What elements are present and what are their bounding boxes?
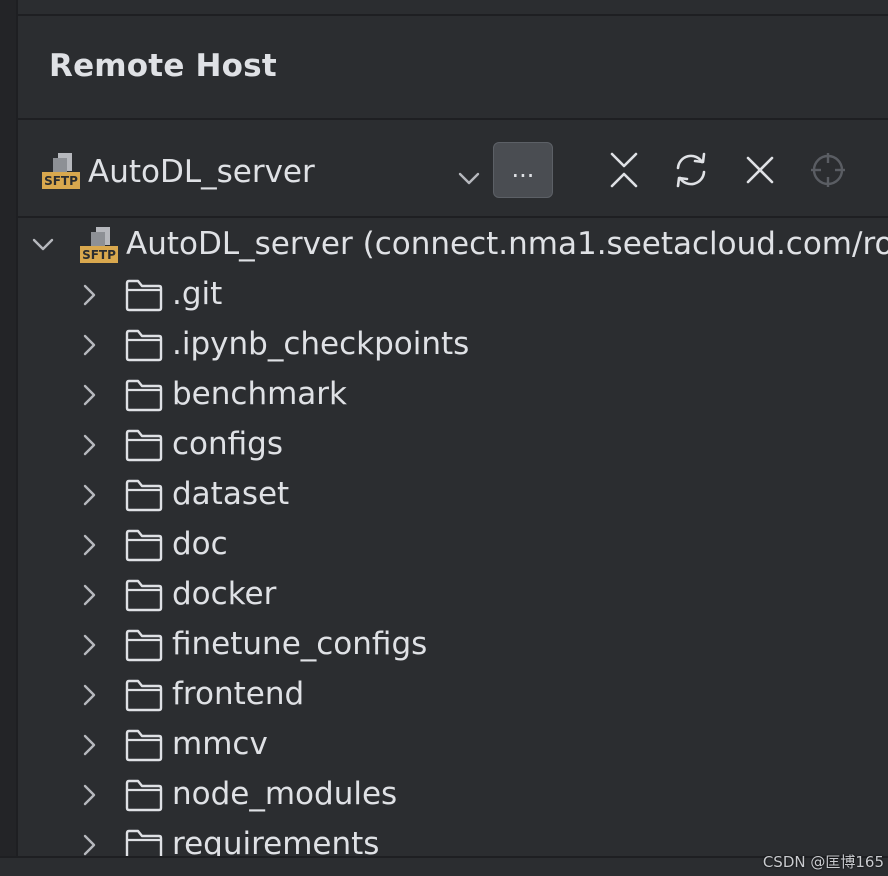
tree-folder-row[interactable]: node_modules bbox=[18, 770, 888, 820]
tree-folder-label: .ipynb_checkpoints bbox=[172, 326, 470, 362]
folder-icon bbox=[125, 779, 163, 812]
folder-icon bbox=[125, 479, 163, 512]
chevron-right-icon[interactable] bbox=[76, 432, 102, 458]
folder-icon bbox=[125, 529, 163, 562]
tree-folder-row[interactable]: configs bbox=[18, 420, 888, 470]
tree-folder-row[interactable]: dataset bbox=[18, 470, 888, 520]
chevron-right-icon[interactable] bbox=[76, 532, 102, 558]
chevron-right-icon[interactable] bbox=[76, 382, 102, 408]
folder-icon bbox=[125, 429, 163, 462]
tree-root-label: AutoDL_server (connect.nma1.seetacloud.c… bbox=[126, 226, 888, 262]
chevron-right-icon[interactable] bbox=[76, 632, 102, 658]
tree-folder-label: mmcv bbox=[172, 726, 268, 762]
tree-folder-row[interactable]: .ipynb_checkpoints bbox=[18, 320, 888, 370]
folder-icon bbox=[125, 329, 163, 362]
folder-icon bbox=[125, 579, 163, 612]
panel-header: Remote Host bbox=[18, 16, 888, 120]
chevron-right-icon[interactable] bbox=[76, 732, 102, 758]
folder-icon bbox=[125, 729, 163, 762]
top-strip bbox=[18, 0, 888, 16]
tree-folder-row[interactable]: doc bbox=[18, 520, 888, 570]
tree-folder-row[interactable]: finetune_configs bbox=[18, 620, 888, 670]
tree-folder-row[interactable]: benchmark bbox=[18, 370, 888, 420]
tree-folder-label: dataset bbox=[172, 476, 290, 512]
chevron-right-icon[interactable] bbox=[76, 482, 102, 508]
chevron-down-icon[interactable] bbox=[456, 168, 482, 190]
watermark: CSDN @匡博165 bbox=[762, 853, 884, 871]
folder-icon bbox=[125, 279, 163, 312]
remote-host-panel: Remote Host SFTP AutoDL_server ... bbox=[18, 16, 888, 856]
more-options-button[interactable]: ... bbox=[493, 142, 553, 198]
bottom-strip bbox=[0, 856, 888, 876]
tree-folder-label: benchmark bbox=[172, 376, 347, 412]
chevron-right-icon[interactable] bbox=[76, 282, 102, 308]
tree-folder-label: doc bbox=[172, 526, 228, 562]
left-tool-strip bbox=[0, 0, 16, 876]
folder-icon bbox=[125, 629, 163, 662]
sftp-icon: SFTP bbox=[80, 227, 118, 263]
tree-root-row[interactable]: SFTP AutoDL_server (connect.nma1.seetacl… bbox=[18, 220, 888, 270]
toolbar: SFTP AutoDL_server bbox=[18, 120, 888, 218]
server-name: AutoDL_server bbox=[88, 154, 315, 190]
chevron-down-icon[interactable] bbox=[30, 232, 56, 258]
chevron-right-icon[interactable] bbox=[76, 582, 102, 608]
svg-text:SFTP: SFTP bbox=[82, 248, 116, 262]
tree-folder-label: requirements bbox=[172, 826, 380, 856]
tree-folder-label: configs bbox=[172, 426, 284, 462]
folder-icon bbox=[125, 379, 163, 412]
folder-icon bbox=[125, 829, 163, 856]
close-icon[interactable] bbox=[740, 150, 780, 190]
chevron-right-icon[interactable] bbox=[76, 332, 102, 358]
tree-folder-label: frontend bbox=[172, 676, 305, 712]
left-divider bbox=[16, 0, 18, 876]
tree-folder-label: node_modules bbox=[172, 776, 398, 812]
tree-folder-label: docker bbox=[172, 576, 277, 612]
refresh-icon[interactable] bbox=[671, 150, 711, 190]
collapse-all-icon[interactable] bbox=[604, 150, 644, 190]
remote-file-tree: SFTP AutoDL_server (connect.nma1.seetacl… bbox=[18, 218, 888, 856]
chevron-right-icon[interactable] bbox=[76, 832, 102, 856]
folder-icon bbox=[125, 679, 163, 712]
panel-title: Remote Host bbox=[49, 48, 277, 84]
tree-folder-row[interactable]: requirements bbox=[18, 820, 888, 856]
chevron-right-icon[interactable] bbox=[76, 782, 102, 808]
locate-icon bbox=[811, 153, 845, 187]
chevron-right-icon[interactable] bbox=[76, 682, 102, 708]
tree-folder-row[interactable]: mmcv bbox=[18, 720, 888, 770]
tree-folder-row[interactable]: frontend bbox=[18, 670, 888, 720]
tree-folder-label: finetune_configs bbox=[172, 626, 428, 662]
tree-folder-row[interactable]: .git bbox=[18, 270, 888, 320]
tree-folder-label: .git bbox=[172, 276, 223, 312]
server-selector[interactable]: SFTP AutoDL_server bbox=[40, 144, 480, 200]
svg-text:SFTP: SFTP bbox=[44, 174, 78, 188]
sftp-icon: SFTP bbox=[42, 153, 80, 189]
tree-folder-row[interactable]: docker bbox=[18, 570, 888, 620]
